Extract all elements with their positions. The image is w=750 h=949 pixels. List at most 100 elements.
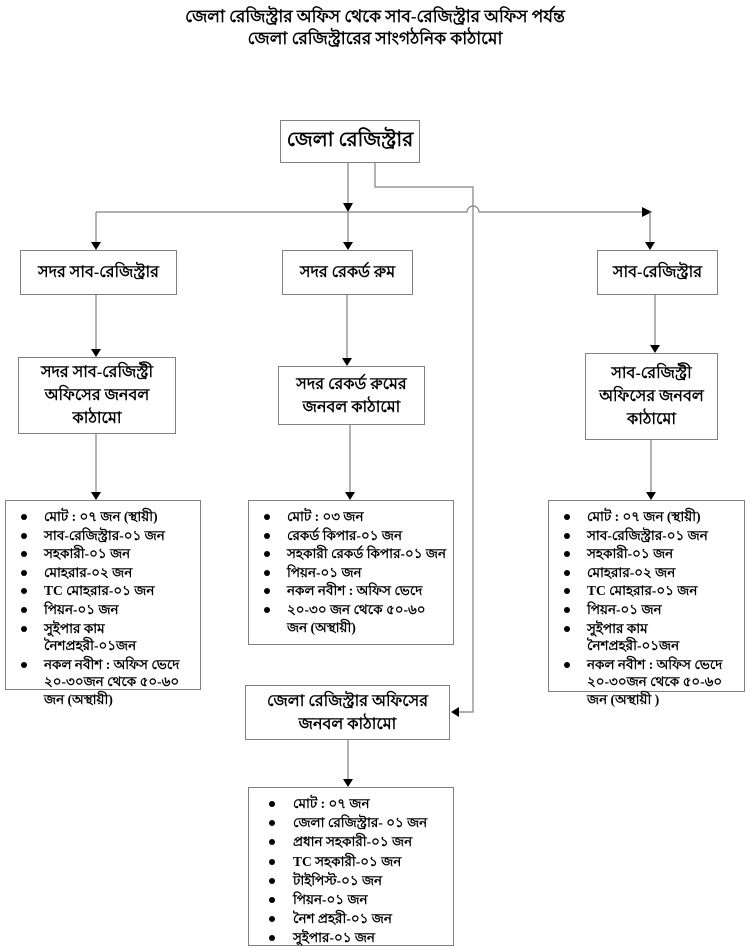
staff-list-item: পিয়ন-০১ জন (249, 891, 449, 909)
staff-list-item: মোট : ০৭ জন (স্থায়ী) (6, 508, 196, 526)
staff-list-item-text: টাইপিস্ট-০১ জন (293, 872, 383, 888)
staff-list-item-text: সহকারী রেকর্ড কিপার-০১ জন (287, 546, 447, 562)
connector-district-office-to-list (343, 740, 353, 787)
staff-list-item: জেলা রেজিস্ট্রার- ০১ জন (249, 814, 449, 832)
node-sub-registry-staffing-title: সাব-রেজিস্ট্রী অফিসের জনবল কাঠামো (585, 353, 718, 440)
staff-list: মোট : ০৭ জন (স্থায়ী) সাব-রেজিস্ট্রার-০১ … (6, 508, 196, 709)
arrowhead-down-left-staffing (91, 349, 101, 357)
staff-list-item-text: সাব-রেজিস্ট্রার-০১ জন (44, 527, 165, 543)
staff-list-item: পিয়ন-০১ জন (549, 601, 740, 619)
arrowhead-down-left-list (91, 492, 101, 500)
node-sadar-sub-registrar: সদর সাব-রেজিস্ট্রার (20, 250, 177, 295)
staff-list-item: সুইপার-০১ জন (249, 929, 449, 947)
staff-list-item: সাব-রেজিস্ট্রার-০১ জন (6, 527, 196, 545)
staff-list-item-text: নকল নবীশ : অফিস ভেদে (287, 583, 423, 599)
staff-list-item-text: সহকারী-০১ জন (587, 546, 674, 562)
arrowhead-down-junction (343, 203, 353, 212)
staff-list-item: ২০-৩০ জন থেকে ৫০-৬০ জন (অস্থায়ী) (249, 601, 449, 636)
page-title: জেলা রেজিস্ট্রার অফিস থেকে সাব-রেজিস্ট্র… (0, 6, 750, 50)
staff-list-item-text: রেকর্ড কিপার-০১ জন (287, 527, 403, 543)
staff-list-item: নকল নবীশ : অফিস ভেদে ২০-৩০জন থেকে ৫০-৬০ … (6, 656, 196, 709)
staff-list-sadar-record-room: মোট : ০৩ জন রেকর্ড কিপার-০১ জন সহকারী রেকর… (248, 500, 454, 645)
staff-list-item-text: নকল নবীশ : অফিস ভেদে ২০-৩০জন থেকে ৫০-৬০ … (587, 656, 723, 707)
node-sub-registrar: সাব-রেজিস্ট্রার (597, 250, 718, 295)
district-office-staffing-label: জেলা রেজিস্ট্রার অফিসের জনবল কাঠামো (266, 692, 429, 733)
connector-middle-branch-to-staffing (342, 295, 352, 366)
node-district-registrar: জেলা রেজিস্ট্রার (280, 120, 420, 163)
arrowhead-right-distribution (642, 207, 652, 217)
staff-list-item: সহকারী-০১ জন (549, 545, 740, 563)
sadar-sub-registry-staffing-label: সদর সাব-রেজিস্ট্রী অফিসের জনবল কাঠামো (40, 364, 154, 427)
staff-list-item: সাব-রেজিস্ট্রার-০১ জন (549, 527, 740, 545)
staff-list-item: নকল নবীশ : অফিস ভেদে (249, 582, 449, 600)
node-sadar-sub-registry-staffing-title: সদর সাব-রেজিস্ট্রী অফিসের জনবল কাঠামো (18, 357, 176, 434)
staff-list-item-text: সহকারী-০১ জন (44, 546, 131, 562)
connector-right-branch-to-staffing (650, 295, 660, 353)
connector-drop-left-branch (91, 212, 101, 250)
node-sadar-record-room-label: সদর রেকর্ড রুম (299, 264, 396, 281)
staff-list-item-text: মোহরার-০২ জন (44, 564, 133, 580)
staff-list-item-text: TC মোহরার-০১ জন (44, 583, 155, 599)
staff-list-item: নকল নবীশ : অফিস ভেদে ২০-৩০জন থেকে ৫০-৬০ … (549, 656, 740, 709)
staff-list-item-text: মোট : ০৭ জন (স্থায়ী) (44, 509, 158, 524)
connector-distribution-line (96, 205, 652, 217)
staff-list-item-text: মোট : ০৭ জন (293, 796, 370, 811)
node-record-room-staffing-title: সদর রেকর্ড রুমের জনবল কাঠামো (278, 366, 425, 425)
staff-list: মোট : ০৭ জন জেলা রেজিস্ট্রার- ০১ জন প্রধান… (249, 795, 449, 948)
staff-list-item: সুইপার কাম নৈশপ্রহরী-০১জন (549, 620, 740, 655)
staff-list-item-text: নকল নবীশ : অফিস ভেদে ২০-৩০জন থেকে ৫০-৬০ … (44, 656, 180, 707)
arrowhead-down-left-branch (91, 242, 101, 250)
page-title-line2: জেলা রেজিস্ট্রারের সাংগঠনিক কাঠামো (247, 29, 503, 48)
page-title-line1: জেলা রেজিস্ট্রার অফিস থেকে সাব-রেজিস্ট্র… (185, 7, 565, 26)
staff-list-item: সহকারী-০১ জন (6, 545, 196, 563)
staff-list-item-text: পিয়ন-০১ জন (293, 892, 368, 908)
staff-list-item-text: সুইপার কাম নৈশপ্রহরী-০১জন (44, 620, 137, 654)
staff-list-item-text: TC সহকারী-০১ জন (293, 853, 402, 869)
staff-list-item-text: প্রধান সহকারী-০১ জন (293, 834, 413, 850)
staff-list-item-text: সুইপার কাম নৈশপ্রহরী-০১জন (587, 620, 680, 654)
staff-list-item-text: মোট : ০৭ জন (স্থায়ী) (587, 509, 701, 524)
staff-list-item: মোট : ০৩ জন (249, 508, 449, 526)
staff-list-item: পিয়ন-০১ জন (249, 564, 449, 582)
connector-middle-staffing-to-list (345, 425, 355, 500)
staff-list-item: পিয়ন-০১ জন (6, 601, 196, 619)
staff-list-item-text: পিয়ন-০১ জন (587, 601, 662, 617)
arrowhead-down-middle-list (345, 492, 355, 500)
staff-list-item: TC মোহরার-০১ জন (6, 582, 196, 600)
arrowhead-down-middle-staffing (342, 358, 352, 366)
arrowhead-down-right-branch (645, 242, 655, 250)
staff-list-item-text: সুইপার-০১ জন (293, 930, 375, 946)
staff-list-item: রেকর্ড কিপার-০১ জন (249, 527, 449, 545)
staff-list: মোট : ০৩ জন রেকর্ড কিপার-০১ জন সহকারী রেকর… (249, 508, 449, 636)
staff-list-item-text: সাব-রেজিস্ট্রার-০১ জন (587, 527, 708, 543)
staff-list-sub-registrar: মোট : ০৭ জন (স্থায়ী) সাব-রেজিস্ট্রার-০১ … (548, 500, 745, 707)
node-sub-registrar-label: সাব-রেজিস্ট্রার (612, 264, 703, 281)
node-sadar-sub-registrar-label: সদর সাব-রেজিস্ট্রার (38, 264, 159, 281)
node-district-office-staffing-title: জেলা রেজিস্ট্রার অফিসের জনবল কাঠামো (245, 685, 450, 740)
node-district-registrar-label: জেলা রেজিস্ট্রার (286, 129, 414, 151)
arrowhead-down-middle-branch (343, 242, 353, 250)
connector-root-to-junction (343, 163, 353, 212)
staff-list-item: TC মোহরার-০১ জন (549, 582, 740, 600)
staff-list-item: টাইপিস্ট-০১ জন (249, 872, 449, 890)
connector-drop-right-branch (645, 212, 655, 250)
staff-list-item-text: মোট : ০৩ জন (287, 509, 364, 524)
staff-list-item: প্রধান সহকারী-০১ জন (249, 833, 449, 851)
sub-registry-staffing-label: সাব-রেজিস্ট্রী অফিসের জনবল কাঠামো (599, 365, 704, 428)
connector-left-branch-to-staffing (91, 295, 101, 357)
connector-left-staffing-to-list (91, 434, 101, 500)
staff-list-item: মোহরার-০২ জন (6, 564, 196, 582)
staff-list-item: সহকারী রেকর্ড কিপার-০১ জন (249, 545, 449, 563)
staff-list-item: মোট : ০৭ জন (স্থায়ী) (549, 508, 740, 526)
arrowhead-left-district-office (451, 707, 459, 717)
staff-list-item-text: পিয়ন-০১ জন (287, 564, 362, 580)
connector-right-staffing-to-list (646, 440, 656, 500)
staff-list-item-text: জেলা রেজিস্ট্রার- ০১ জন (293, 815, 428, 831)
staff-list-item: মোট : ০৭ জন (249, 795, 449, 813)
staff-list-item: TC সহকারী-০১ জন (249, 853, 449, 871)
staff-list-item: সুইপার কাম নৈশপ্রহরী-০১জন (6, 620, 196, 655)
staff-list-item-text: পিয়ন-০১ জন (44, 601, 119, 617)
staff-list-item-text: TC মোহরার-০১ জন (587, 583, 698, 599)
staff-list-item-text: মোহরার-০২ জন (587, 564, 676, 580)
